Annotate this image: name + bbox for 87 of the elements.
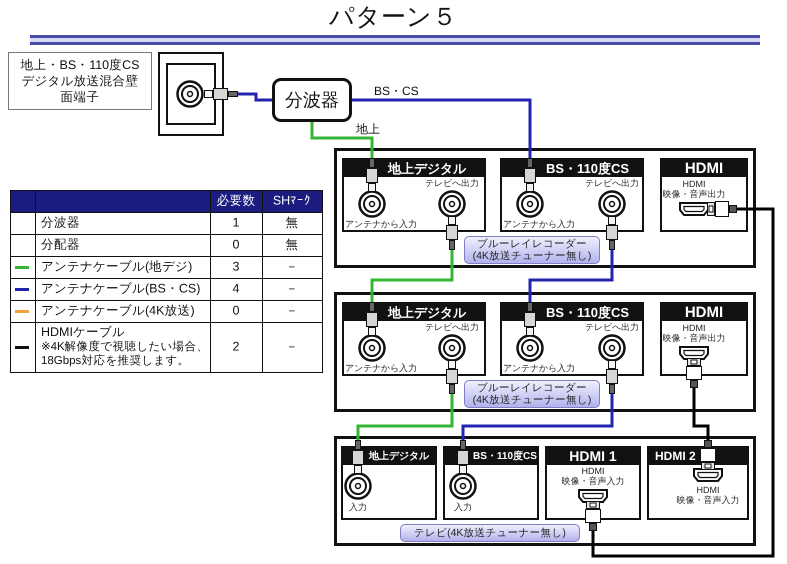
quantity: 0 (232, 304, 240, 318)
panel-heading: 地上デジタル (344, 160, 484, 177)
port-label: アンテナから入力 (503, 219, 575, 229)
coaxial-socket-icon (358, 190, 386, 218)
panel-heading: BS・110度CS (502, 160, 642, 177)
terminal-label: 地上・BS・110度CSデジタル放送混合壁面端子 (8, 52, 152, 110)
port-label: アンテナから入力 (345, 219, 417, 229)
item-name: アンテナケーブル(4K放送) (41, 304, 195, 318)
panel-heading: HDMI 1 (547, 448, 639, 465)
note-text: ※4K解像度で視聴したい場合、18Gbps対応を推奨します。 (41, 340, 209, 368)
coaxial-socket-icon (598, 190, 626, 218)
port-panel (342, 302, 486, 376)
quantity: 1 (232, 216, 240, 230)
cable-line (686, 358, 716, 470)
coaxial-socket-icon (438, 190, 466, 218)
panel-heading: HDMI (662, 160, 746, 177)
quantity: 2 (232, 340, 240, 354)
port-label: 入力 (349, 502, 367, 512)
panel-heading: HDMI (662, 304, 746, 321)
port-label: アンテナから入力 (345, 363, 417, 373)
mark-status: 無 (286, 238, 298, 252)
coaxial-socket-icon (598, 334, 626, 362)
cable-line (524, 216, 618, 336)
edge-label: BS・CS (372, 84, 421, 98)
device-frame (334, 436, 756, 546)
port-panel (647, 446, 749, 520)
coaxial-socket-icon (438, 334, 466, 362)
hdmi-port-icon (679, 202, 709, 216)
port-panel (443, 446, 539, 520)
coaxial-socket-icon (344, 472, 372, 500)
port-label: テレビへ出力 (425, 178, 479, 188)
port-label: HDMI 映像・音声入力 (676, 485, 740, 505)
edge-label: 地上 (354, 122, 382, 136)
hdmi-port-icon (693, 468, 723, 482)
item-name: アンテナケーブル(地デジ) (41, 260, 192, 274)
quantity: 0 (232, 238, 240, 252)
port-label: テレビへ出力 (585, 178, 639, 188)
coaxial-socket-icon (358, 334, 386, 362)
port-label: HDMI 映像・音声出力 (662, 323, 726, 343)
port-panel (660, 158, 748, 232)
port-label: HDMI 映像・音声入力 (560, 466, 626, 486)
mark-status: － (286, 282, 298, 296)
hdmi-port-icon (578, 489, 608, 503)
quantity: 3 (232, 260, 240, 274)
coaxial-socket-icon (449, 472, 477, 500)
device-frame (334, 148, 756, 268)
port-panel (342, 158, 486, 232)
port-panel (660, 302, 748, 376)
column-header: SHﾏｰｸ (272, 194, 312, 208)
device-name-label: テレビ(4K放送チューナー無し) (400, 524, 580, 542)
mark-status: － (286, 260, 298, 274)
cable-line (204, 88, 272, 102)
item-name: HDMIケーブル (41, 325, 125, 340)
cable-line (366, 216, 458, 336)
cable-line (352, 360, 458, 474)
port-panel (545, 446, 641, 520)
port-label: アンテナから入力 (503, 363, 575, 373)
quantity: 4 (232, 282, 240, 296)
port-label: テレビへ出力 (585, 322, 639, 332)
port-label: HDMI 映像・音声出力 (662, 179, 726, 199)
mark-status: － (286, 340, 298, 354)
device-frame (334, 292, 756, 412)
panel-heading: 地上デジタル (344, 304, 484, 321)
port-panel (341, 446, 437, 520)
cable-line (310, 122, 378, 192)
cable-line (457, 360, 618, 474)
column-header: 必要数 (216, 194, 256, 208)
port-label: テレビへ出力 (425, 322, 479, 332)
mark-status: － (286, 304, 298, 318)
splitter-box: 分波器 (272, 78, 352, 122)
port-panel (500, 158, 644, 232)
device-name-label: ブルーレイレコーダー(4K放送チューナー無し) (464, 380, 600, 408)
item-name: 分波器 (41, 216, 80, 230)
cable-line (585, 201, 774, 558)
mark-status: 無 (286, 216, 298, 230)
cable-line (352, 98, 536, 192)
port-label: 入力 (454, 502, 472, 512)
hdmi-port-icon (679, 346, 709, 360)
coaxial-socket-icon (516, 334, 544, 362)
item-name: アンテナケーブル(BS・CS) (41, 282, 200, 296)
item-name: 分配器 (41, 238, 80, 252)
title: パターン５ (329, 2, 457, 32)
wall-outlet-icon (158, 52, 224, 136)
device-name-label: ブルーレイレコーダー(4K放送チューナー無し) (464, 236, 600, 264)
coaxial-socket-icon (516, 190, 544, 218)
port-panel (500, 302, 644, 376)
panel-heading: BS・110度CS (502, 304, 642, 321)
